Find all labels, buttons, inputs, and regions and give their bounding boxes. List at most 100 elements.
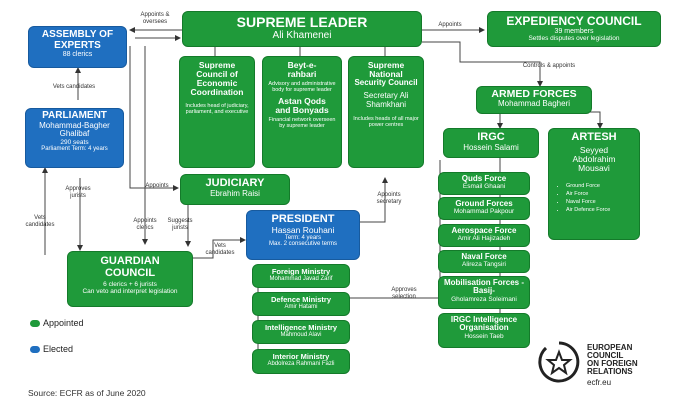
- irgc-unit-basij: Mobilisation Forces -Basij- Gholamreza S…: [438, 276, 530, 309]
- irgc-unit-name: Amir Ali Hajizadeh: [457, 235, 511, 243]
- line-armed-artesh: [560, 111, 603, 129]
- irgc-unit-title: IRGC Intelligence Organisation: [450, 315, 518, 333]
- ecfr-url: ecfr.eu: [587, 378, 612, 387]
- ministry-title: Foreign Ministry: [271, 267, 331, 276]
- ecfr-line: ON FOREIGN: [587, 359, 638, 368]
- label-suggests-jurists: Suggests jurists: [167, 218, 193, 231]
- supreme-leader-title: SUPREME LEADER: [236, 14, 368, 30]
- irgc-unit-title: Ground Forces: [455, 199, 513, 208]
- irgc-unit-aerospace: Aerospace Force Amir Ali Hajizadeh: [438, 224, 530, 247]
- artesh-name2: Abdolrahim: [572, 153, 616, 164]
- president-max: Max. 2 consecutive terms: [268, 241, 338, 248]
- artesh-box: ARTESH Seyyed Abdolrahim Mousavi Ground …: [548, 128, 640, 240]
- irgc-name: Hossein Salami: [463, 142, 519, 152]
- ministry-title: Interior Ministry: [272, 352, 330, 361]
- line-president-security: [360, 178, 385, 223]
- guardian-title2: COUNCIL: [104, 266, 156, 279]
- security-council-box: Supreme National Security Council Secret…: [348, 56, 424, 168]
- expediency-sub1: 39 members: [554, 27, 594, 35]
- ministry-title: Intelligence Ministry: [264, 323, 338, 332]
- beyt-title3: Astan Qods: [278, 95, 326, 106]
- label-appoints-clerics: Appoints clerics: [133, 218, 157, 231]
- line-leader-armed: [422, 41, 543, 87]
- ecfr-line: RELATIONS: [587, 367, 633, 376]
- ministry-name: Mohammad Javad Zarif: [269, 275, 333, 282]
- irgc-unit-quds: Quds Force Esmail Ghaani: [438, 172, 530, 195]
- legend-elected-swatch: [30, 346, 40, 353]
- ecfr-name: EUROPEAN COUNCIL ON FOREIGN RELATIONS: [587, 344, 638, 376]
- expediency-title: EXPEDIENCY COUNCIL: [506, 14, 642, 28]
- label-appoints-oversees: Appoints & oversees: [140, 12, 170, 25]
- ecfr-line: EUROPEAN: [587, 343, 633, 352]
- irgc-unit-title: Mobilisation Forces -Basij-: [443, 278, 524, 296]
- legend-appointed-swatch: [30, 320, 40, 327]
- label-approves-selection: Approves selection: [391, 287, 417, 300]
- ministry-name: Amir Hatami: [284, 303, 318, 310]
- security-title2: National: [369, 68, 403, 79]
- ministry-title: Defence Ministry: [270, 295, 332, 304]
- judiciary-box: JUDICIARY Ebrahim Raisi: [180, 174, 290, 205]
- supreme-leader-box: SUPREME LEADER Ali Khamenei: [182, 11, 422, 47]
- ministry-defence: Defence Ministry Amir Hatami: [252, 292, 350, 316]
- beyt-desc2: Financial network overseen by supreme le…: [268, 116, 336, 129]
- beyt-title2: rahbari: [287, 68, 317, 79]
- president-name: Hassan Rouhani: [271, 224, 335, 235]
- legend-appointed-label: Appointed: [43, 318, 84, 328]
- parliament-title: PARLIAMENT: [42, 110, 107, 121]
- irgc-unit-name: Esmail Ghaani: [462, 183, 506, 191]
- armed-forces-title: ARMED FORCES: [491, 88, 577, 100]
- ministry-foreign: Foreign Ministry Mohammad Javad Zarif: [252, 264, 350, 288]
- guardian-council-box: GUARDIAN COUNCIL 6 clerics + 6 jurists C…: [67, 251, 193, 307]
- label-approves-jurists: Approves jurists: [65, 186, 91, 199]
- irgc-box: IRGC Hossein Salami: [443, 128, 539, 158]
- economic-title1: Supreme: [198, 60, 236, 70]
- assembly-box: ASSEMBLY OF EXPERTS 88 clerics: [28, 26, 127, 68]
- guardian-sub2: Can veto and interpret legislation: [82, 288, 178, 296]
- economic-title4: Coordination: [190, 86, 244, 97]
- label-vets-candidates-top: Vets candidates: [52, 84, 96, 90]
- label-controls-appoints: Controls & appoints: [522, 63, 576, 69]
- economic-title2: Council of: [196, 68, 238, 79]
- line-armed-irgc: [497, 111, 530, 129]
- irgc-unit-name: Hossein Taeb: [464, 332, 504, 340]
- source-note: Source: ECFR as of June 2020: [28, 388, 146, 398]
- irgc-title: IRGC: [477, 131, 505, 143]
- president-term: Term: 4 years: [284, 234, 322, 241]
- parliament-name1: Mohammad-Bagher: [39, 120, 110, 130]
- artesh-branch-item: Air Force: [566, 190, 639, 198]
- guardian-sub1: 6 clerics + 6 jurists: [103, 281, 157, 289]
- armed-forces-box: ARMED FORCES Mohammad Bagheri: [476, 86, 592, 114]
- artesh-title: ARTESH: [571, 131, 617, 143]
- beyt-box: Beyt-e- rahbari Advisory and administrat…: [262, 56, 342, 168]
- expediency-sub2: Settles disputes over legislation: [528, 35, 620, 43]
- beyt-desc: Advisory and administrative body for sup…: [268, 80, 336, 93]
- ministry-interior: Interior Ministry Abdolreza Rahmani Fazl…: [252, 349, 350, 374]
- irgc-unit-name: Gholamreza Soleimani: [451, 295, 517, 303]
- label-vets-candidates-president: Vets candidates: [205, 243, 235, 256]
- artesh-branch-list: Ground Force Air Force Naval Force Air D…: [557, 182, 639, 215]
- irgc-unit-name: Alireza Tangsiri: [462, 261, 506, 269]
- label-appoints-expediency: Appoints: [438, 22, 462, 28]
- assembly-sub: 88 clerics: [62, 51, 93, 58]
- economic-desc: Includes head of judiciary, parliament, …: [185, 102, 249, 115]
- ministry-name: Abdolreza Rahmani Fazli: [267, 360, 335, 367]
- ecfr-line: COUNCIL: [587, 351, 624, 360]
- judiciary-title: JUDICIARY: [205, 177, 265, 189]
- economic-title3: Economic: [196, 77, 238, 88]
- irgc-unit-title: Quds Force: [461, 174, 507, 183]
- irgc-unit-title: Naval Force: [461, 252, 507, 261]
- assembly-title: ASSEMBLY OF EXPERTS: [41, 29, 114, 51]
- president-box: PRESIDENT Hassan Rouhani Term: 4 years M…: [246, 210, 360, 260]
- irgc-unit-title: Aerospace Force: [451, 226, 517, 235]
- security-desc: Includes heads of all major power centre…: [353, 115, 419, 128]
- ecfr-logo-icon: [538, 341, 580, 383]
- label-appoints-secretary: Appoints secretary: [376, 192, 402, 205]
- label-vets-candidates-left: Vets candidates: [25, 215, 55, 228]
- line-leader-judiciary: [129, 46, 179, 191]
- label-appoints-judiciary: Appoints: [145, 183, 169, 189]
- armed-forces-name: Mohammad Bagheri: [497, 99, 571, 109]
- legend-elected-label: Elected: [43, 344, 74, 354]
- irgc-unit-naval: Naval Force Alireza Tangsiri: [438, 250, 530, 273]
- line-guardian-president: [193, 237, 246, 259]
- parliament-term: Parliament Term: 4 years: [41, 146, 108, 153]
